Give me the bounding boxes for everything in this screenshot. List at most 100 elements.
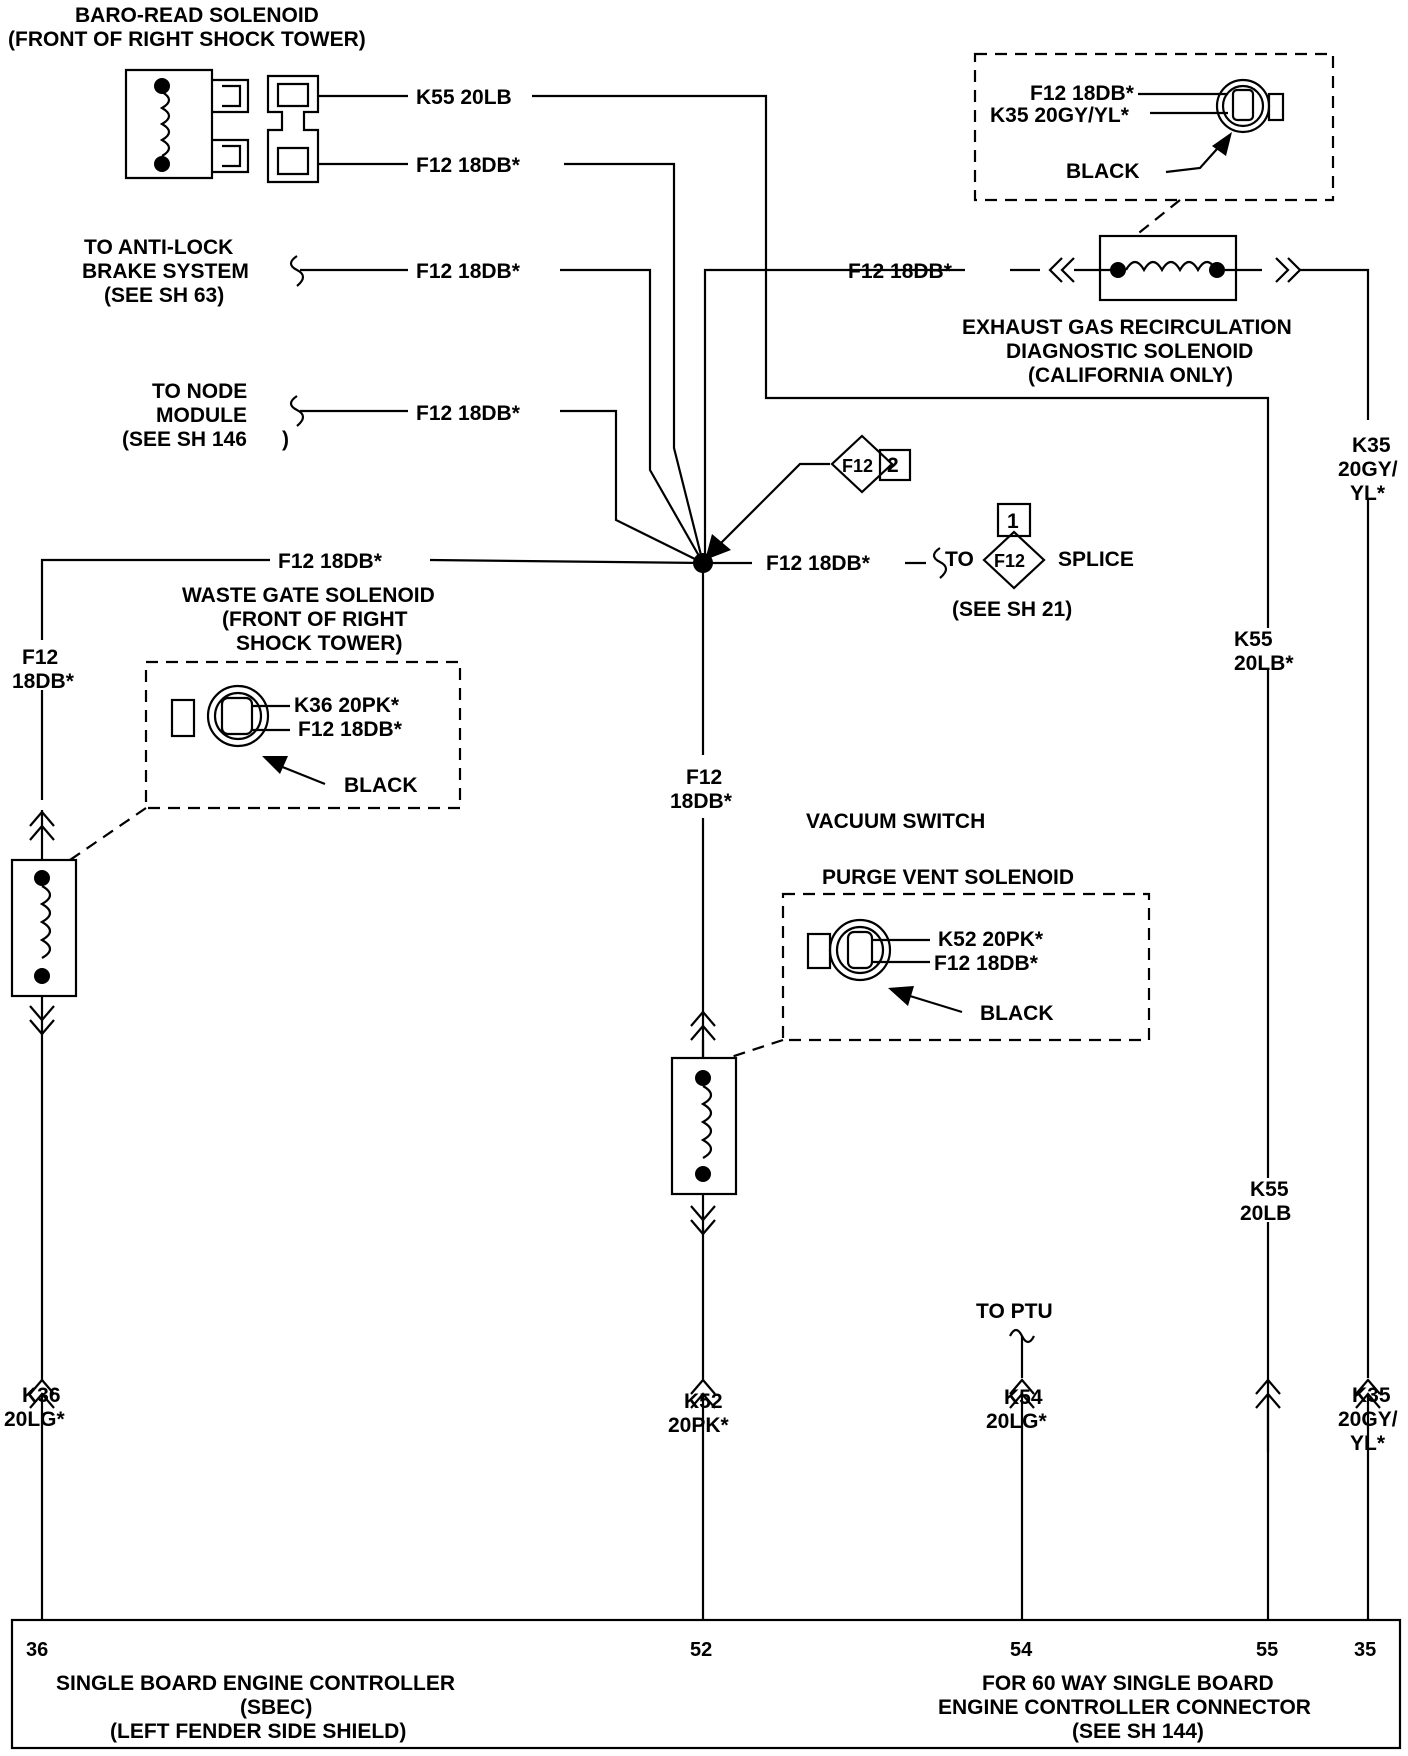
k55-lower-l2: 20LB (1240, 1202, 1291, 1225)
wire-f12-egr (703, 268, 965, 563)
splice-ref-diamond (830, 434, 894, 494)
k35-lower-l3: YL* (1350, 1432, 1386, 1455)
splice-ref-number-box (878, 448, 912, 482)
pin54-connector (1009, 1378, 1035, 1452)
waste-black: BLACK (344, 774, 418, 797)
pin36-connector (29, 1378, 55, 1450)
label-k55-baro: K55 20LB (416, 86, 512, 109)
egr-line3: (CALIFORNIA ONLY) (1028, 364, 1233, 387)
node-line2: MODULE (156, 404, 247, 427)
k35-upper-l1: K35 (1352, 434, 1391, 457)
waste-wire1: K36 20PK* (294, 694, 400, 717)
egr-line2: DIAGNOSTIC SOLENOID (1006, 340, 1253, 363)
label-f12-splice: F12 18DB* (766, 552, 871, 575)
waste-gate-leader (69, 807, 147, 861)
label-f12-node: F12 18DB* (416, 402, 521, 425)
left-vert-l2: 18DB* (12, 670, 75, 693)
egr-connector (1138, 78, 1285, 134)
egr-connector-box (973, 52, 1335, 202)
k54-l1: K54 (1004, 1386, 1043, 1409)
waste-line2: (FRONT OF RIGHT (222, 608, 408, 631)
k36-l2: 20LG* (4, 1408, 66, 1431)
waste-connector-top (29, 810, 55, 841)
connector-line1: FOR 60 WAY SINGLE BOARD (982, 1672, 1274, 1695)
purge-wire2: F12 18DB* (934, 952, 1039, 975)
label-f12-abs: F12 18DB* (416, 260, 521, 283)
splice-ref-num: 2 (887, 454, 899, 477)
k35-upper-l2: 20GY/ (1338, 458, 1398, 481)
pin-55: 55 (1256, 1639, 1278, 1661)
abs-offsheet-symbol (289, 255, 305, 287)
sbec-box (10, 1618, 1402, 1750)
wire-f12-left (40, 558, 270, 640)
waste-gate-connector-box (144, 660, 462, 810)
splice-word: SPLICE (1058, 548, 1134, 571)
wire-f12-abs (560, 268, 704, 564)
purge-vent-connector-box (781, 892, 1151, 1042)
abs-line3: (SEE SH 63) (104, 284, 224, 307)
pin-35: 35 (1354, 1639, 1376, 1661)
center-vert-l2: 18DB* (670, 790, 733, 813)
egr-line1: EXHAUST GAS RECIRCULATION (962, 316, 1292, 339)
k55-upper-l1: K55 (1234, 628, 1273, 651)
egr-solenoid (1098, 234, 1238, 302)
pin-36: 36 (26, 1639, 48, 1661)
purge-black-pointer-head (888, 986, 914, 1006)
k52-l2: 20PK* (668, 1414, 730, 1437)
k55-lower-l1: K55 (1250, 1178, 1289, 1201)
connector-line2: ENGINE CONTROLLER CONNECTOR (938, 1696, 1311, 1719)
pin55-connector (1255, 1378, 1281, 1452)
purge-coil (695, 1070, 713, 1182)
purge-black: BLACK (980, 1002, 1054, 1025)
splice-offsheet-symbol (932, 547, 948, 579)
k55-upper-l2: 20LB* (1234, 652, 1294, 675)
k35-lower-l1: K35 (1352, 1384, 1391, 1407)
connector-line3: (SEE SH 144) (1072, 1720, 1204, 1743)
wire-k35-egr (1300, 268, 1370, 420)
pin35-connector (1355, 1378, 1381, 1452)
k36-l1: K36 (22, 1384, 61, 1407)
egr-coil (1074, 260, 1262, 278)
egr-black: BLACK (1066, 160, 1140, 183)
waste-black-pointer (279, 764, 326, 786)
purge-title: PURGE VENT SOLENOID (822, 866, 1074, 889)
node-line1: TO NODE (152, 380, 247, 403)
splice-ref: (SEE SH 21) (952, 598, 1072, 621)
egr-black-pointer (1165, 139, 1226, 174)
splice-pointer (717, 462, 830, 547)
waste-gate-connector (170, 684, 290, 748)
baro-title: BARO-READ SOLENOID (75, 4, 319, 27)
left-vert-l1: F12 (22, 646, 58, 669)
egr-connector-right (1275, 257, 1302, 283)
purge-vent-connector (806, 918, 930, 982)
label-f12-left: F12 18DB* (278, 550, 383, 573)
wire-f12-node (560, 409, 704, 564)
egr-leader (1134, 199, 1181, 237)
node-line3: (SEE SH 146 (122, 428, 247, 451)
sbec-line2: (SBEC) (240, 1696, 312, 1719)
egr-wire2: K35 20GY/YL* (990, 104, 1130, 127)
abs-line1: TO ANTI-LOCK (84, 236, 233, 259)
wire-k55-main (532, 94, 1270, 628)
k52-l1: K52 (684, 1390, 723, 1413)
splice-number-box (996, 502, 1032, 538)
waste-gate-coil (34, 870, 52, 984)
waste-black-pointer-head (262, 756, 288, 774)
egr-wire1: F12 18DB* (1030, 82, 1135, 105)
splice-to: TO (945, 548, 974, 571)
purge-black-pointer (909, 994, 963, 1014)
k35-upper-l3: YL* (1350, 482, 1386, 505)
to-ptu: TO PTU (976, 1300, 1053, 1323)
sbec-line3: (LEFT FENDER SIDE SHIELD) (110, 1720, 406, 1743)
splice-id: F12 (994, 551, 1025, 571)
node-line3b: ) (282, 428, 289, 451)
baro-read-solenoid (124, 68, 320, 184)
pin-54: 54 (1010, 1639, 1033, 1661)
ptu-offsheet-symbol (1009, 1328, 1035, 1344)
sbec-line1: SINGLE BOARD ENGINE CONTROLLER (56, 1672, 455, 1695)
label-f12-egr: F12 18DB* (848, 260, 953, 283)
waste-line3: SHOCK TOWER) (236, 632, 402, 655)
baro-location: (FRONT OF RIGHT SHOCK TOWER) (8, 28, 366, 51)
